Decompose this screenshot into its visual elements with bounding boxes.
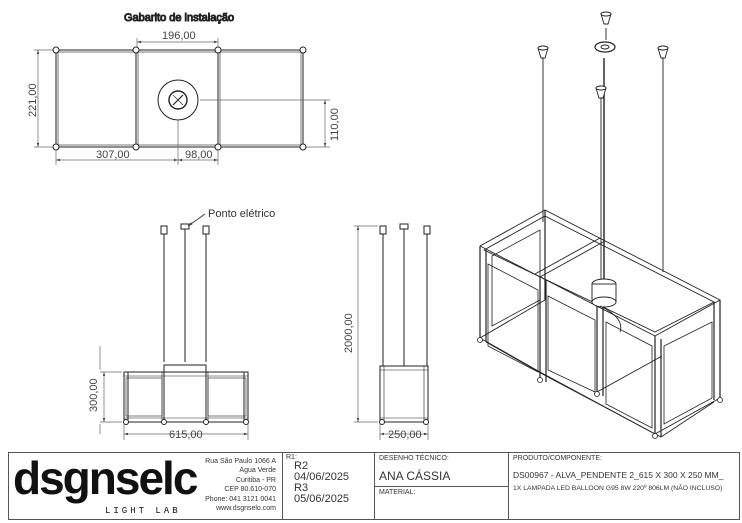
front-view: Ponto elétrico 300,00 615,00 <box>88 208 275 441</box>
top-view-dimensions <box>34 38 330 165</box>
iso-bottom-frame <box>479 299 721 438</box>
address-line: www.dsgnselo.com <box>216 505 276 513</box>
address-line: Rua São Paulo 1066 A <box>205 458 276 465</box>
divider <box>375 486 508 487</box>
front-view-dimensions <box>99 346 249 440</box>
revision-date: 04/06/2025 <box>294 471 350 483</box>
side-body <box>379 365 429 423</box>
dim-width-top: 196,00 <box>162 30 196 42</box>
top-view-title: Gabarito de instalação <box>124 12 234 24</box>
isometric-view <box>477 11 723 439</box>
address-line: CEP 80.610-070 <box>224 486 276 494</box>
revision-date: 05/06/2025 <box>294 493 350 505</box>
revision-cell: R1: R2 04/06/2025 R3 05/06/2025 <box>283 453 375 519</box>
title-block: dsgnselc LIGHT LAB Rua São Paulo 1066 A … <box>8 452 740 520</box>
dim-width-bottom-left: 307,00 <box>96 149 130 161</box>
brand-cell: dsgnselc LIGHT LAB Rua São Paulo 1066 A … <box>9 453 283 519</box>
product-cell: PRODUTO/COMPONENTE: DS00967 - ALVA_PENDE… <box>509 453 739 519</box>
address-line: Curitiba - PR <box>235 476 276 484</box>
mount-points <box>52 46 307 151</box>
product-name: DS00967 - ALVA_PENDENTE 2_615 X 300 X 25… <box>513 470 724 480</box>
side-view: 2000,00 250,00 <box>343 223 431 441</box>
top-view: Gabarito de instalação 196,00 <box>27 12 341 165</box>
company-address: Rua São Paulo 1066 A Agua Verde Curitiba… <box>176 457 276 513</box>
brand-subtitle: LIGHT LAB <box>105 506 181 516</box>
iso-lamp-holder <box>591 278 622 333</box>
revision-code: R2 <box>294 460 309 472</box>
dim-height-left: 221,00 <box>27 83 39 117</box>
dim-width-bottom-right: 98,00 <box>185 149 213 161</box>
address-line: Agua Verde <box>239 467 276 475</box>
dim-height-right: 110,00 <box>329 108 341 141</box>
designer-label: DESENHO TÉCNICO: <box>379 455 449 462</box>
designer-name: ANA CÁSSIA <box>379 469 451 483</box>
front-body <box>123 371 249 423</box>
revision-code: R3 <box>294 482 309 494</box>
dim-front-width: 615,00 <box>169 429 203 441</box>
dim-side-overall: 2000,00 <box>343 313 355 353</box>
material-label: MATERIAL: <box>379 489 416 496</box>
top-view-frame <box>55 49 304 148</box>
front-center-panel <box>163 364 207 423</box>
iso-canopies <box>537 11 669 99</box>
electrical-point-callout: Ponto elétrico <box>208 208 275 220</box>
canopy-center <box>168 90 188 110</box>
iso-panels <box>487 229 713 429</box>
dim-side-width: 250,00 <box>388 429 422 441</box>
iso-cables <box>542 28 664 282</box>
side-view-dimensions <box>354 225 429 440</box>
iso-feet <box>477 337 723 439</box>
product-description: 1X LAMPADA LED BALLOON G95 8W 220º 806LM… <box>513 485 723 492</box>
dim-front-height: 300,00 <box>88 378 100 412</box>
address-line: Phone: 041 3121 0041 <box>205 495 276 503</box>
product-label: PRODUTO/COMPONENTE: <box>513 455 602 462</box>
revision-header: R1: <box>286 454 297 461</box>
designer-cell: DESENHO TÉCNICO: ANA CÁSSIA MATERIAL: <box>375 453 509 519</box>
brand-logo: dsgnselc <box>13 452 198 504</box>
